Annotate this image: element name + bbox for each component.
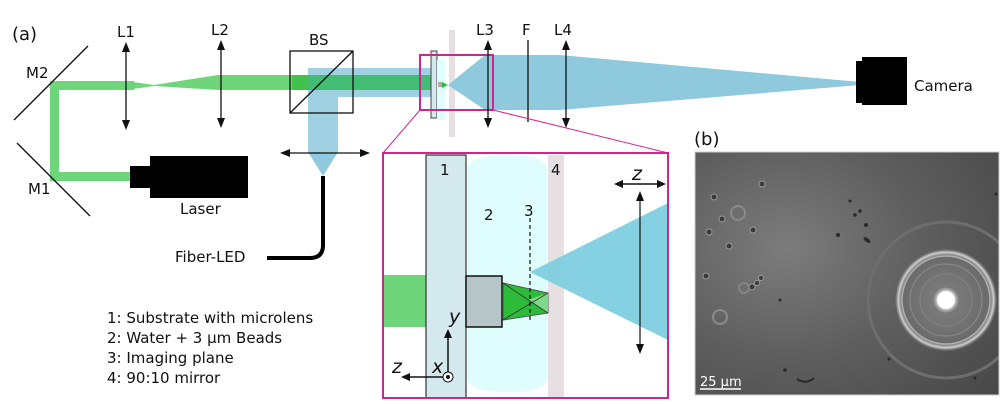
led-beam — [308, 68, 432, 176]
camera-icon — [856, 57, 907, 105]
inset-label-4: 4 — [551, 161, 561, 179]
bs-label: BS — [309, 31, 329, 49]
l1-label: L1 — [117, 23, 135, 41]
l2-label: L2 — [211, 21, 229, 39]
laser-label: Laser — [180, 200, 222, 218]
l3-label: L3 — [476, 21, 494, 39]
mirror-m1 — [16, 142, 91, 217]
inset-marker — [419, 54, 494, 111]
focus-main — [442, 82, 448, 88]
inset-label-3: 3 — [524, 202, 534, 220]
axis-y-label: y — [448, 306, 461, 328]
camera-label: Camera — [914, 77, 973, 95]
laser-icon — [130, 156, 248, 198]
panel-b-label: (b) — [694, 129, 719, 150]
inset-label-1: 1 — [440, 161, 450, 179]
inset-label-2: 2 — [484, 206, 494, 224]
legend: 1: Substrate with microlens 2: Water + 3… — [107, 309, 313, 387]
panel-a-label: (a) — [12, 24, 37, 45]
legend-item-1: 1: Substrate with microlens — [107, 309, 313, 327]
imaging-beam — [448, 55, 860, 110]
legend-item-4: 4: 90:10 mirror — [107, 369, 221, 387]
f-label: F — [522, 21, 531, 39]
micrograph-border — [694, 151, 1000, 396]
fiber-cable — [267, 176, 325, 260]
microlens-main — [438, 82, 442, 87]
mirror-m2 — [13, 45, 89, 121]
axis-x-label: x — [431, 356, 444, 378]
lens-l4 — [562, 40, 570, 128]
water-main — [437, 60, 445, 120]
scalebar-label: 25 μm — [700, 375, 742, 390]
legend-item-2: 2: Water + 3 μm Beads — [107, 329, 282, 347]
lens-led — [280, 149, 370, 157]
lens-l2 — [217, 40, 225, 128]
l4-label: L4 — [554, 21, 572, 39]
inset-connector-right — [492, 109, 669, 154]
axis-z-bottom-label: z — [391, 356, 403, 378]
lens-l3 — [484, 40, 492, 128]
legend-item-3: 3: Imaging plane — [107, 349, 234, 367]
inset-detail — [382, 152, 669, 399]
lens-l1 — [122, 42, 130, 130]
axis-z-top-label: z — [631, 163, 643, 185]
m1-label: M1 — [28, 180, 51, 198]
combined-beam — [308, 75, 432, 90]
fiber-led-label: Fiber-LED — [175, 248, 245, 266]
m2-label: M2 — [26, 64, 49, 82]
substrate-main — [430, 50, 438, 119]
inset-connector-left — [382, 109, 421, 154]
micrograph — [695, 152, 999, 395]
beam-splitter — [289, 50, 354, 114]
